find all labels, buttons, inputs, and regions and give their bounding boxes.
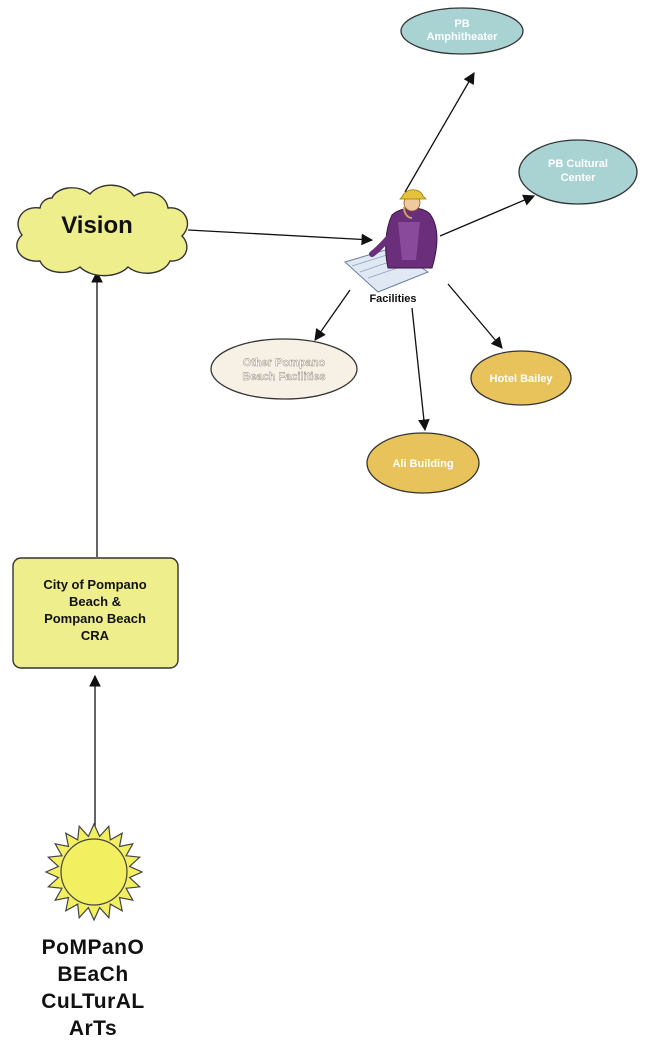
other-facilities-label-line-2: Beach Facilities (242, 371, 325, 383)
arrow-facilities-to-amphitheater (404, 71, 475, 193)
city-label-line-3: Pompano Beach (44, 611, 146, 626)
arrow-facilities-to-cultural-center (439, 194, 536, 237)
vision-cloud-shape (16, 184, 189, 277)
arrow-vision-to-facilities (187, 229, 374, 246)
cultural-center-node[interactable]: PB Cultural Center (518, 139, 638, 205)
logo-line-3: CuLTurAL (41, 990, 145, 1013)
logo-line-1: PoMPanO (41, 936, 145, 959)
other-facilities-node[interactable]: Other Pompano Beach Facilities (210, 338, 358, 400)
cultural-center-label-line-1: PB Cultural (548, 158, 608, 170)
vision-node[interactable]: Vision (16, 184, 189, 277)
cultural-center-label-line-2: Center (561, 172, 597, 184)
arrow-facilities-to-hotel (447, 283, 503, 349)
arrow-facilities-to-other (314, 289, 351, 341)
logo-line-4: ArTs (68, 1017, 118, 1040)
ali-building-label: Ali Building (392, 458, 453, 470)
sun-disc (60, 838, 128, 906)
cultural-center-ellipse (518, 139, 638, 205)
amphitheater-label-line-1: PB (454, 18, 469, 30)
city-node[interactable]: City of Pompano Beach & Pompano Beach CR… (12, 557, 179, 669)
ali-building-node[interactable]: Ali Building (366, 432, 480, 494)
city-label-line-2: Beach & (69, 594, 121, 609)
city-box (12, 557, 179, 669)
city-label-line-1: City of Pompano (43, 577, 146, 592)
other-facilities-ellipse (210, 338, 358, 400)
sun-logo-icon (44, 822, 144, 922)
arrow-facilities-to-ali (411, 307, 430, 432)
amphitheater-ellipse (400, 7, 524, 55)
other-facilities-label-line-1: Other Pompano (243, 357, 326, 369)
hotel-bailey-label: Hotel Bailey (490, 373, 554, 385)
amphitheater-label-line-2: Amphitheater (427, 31, 499, 43)
connectors (89, 71, 536, 828)
ali-building-ellipse (366, 432, 480, 494)
logo-line-2: BEaCh (57, 963, 129, 986)
facilities-person-icon (344, 189, 438, 293)
city-label-line-4: CRA (81, 628, 110, 643)
hotel-bailey-ellipse (470, 350, 572, 406)
facilities-label: Facilities (369, 293, 416, 305)
hotel-bailey-node[interactable]: Hotel Bailey (470, 350, 572, 406)
vision-label: Vision (61, 212, 133, 239)
amphitheater-node[interactable]: PB Amphitheater (400, 7, 524, 55)
